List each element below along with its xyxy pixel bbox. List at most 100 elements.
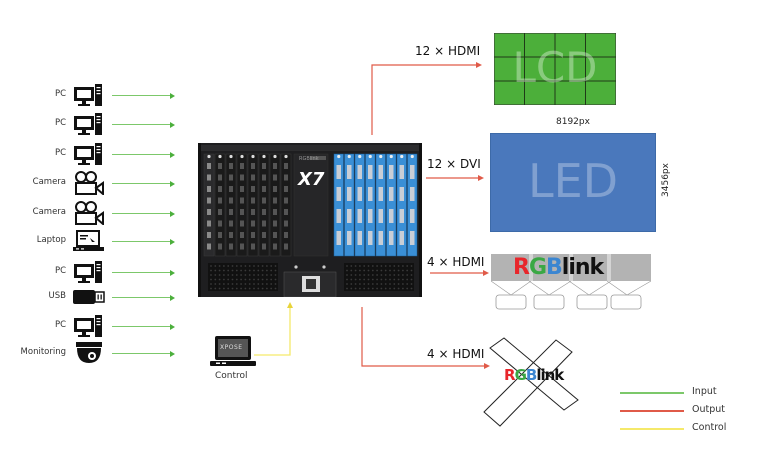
control-line	[254, 308, 291, 356]
input-source-label: Monitoring	[20, 347, 66, 357]
lcd-video-wall: LCD	[494, 33, 616, 105]
output-card-slot	[354, 153, 365, 257]
output-card-slot	[396, 153, 407, 257]
input-source-label: PC	[54, 148, 66, 158]
output-card-slot	[344, 153, 355, 257]
input-source-label: PC	[54, 266, 66, 276]
output-card-slot	[333, 153, 344, 257]
input-connection-line	[112, 124, 170, 125]
input-arrow	[170, 350, 175, 357]
input-arrow	[170, 151, 175, 158]
logo-r: R	[513, 255, 530, 280]
input-source-label: PC	[54, 89, 66, 99]
output-arrow-projection	[483, 270, 489, 276]
dome-camera-icon	[72, 341, 106, 365]
input-connection-line	[112, 241, 170, 242]
input-card-slot	[280, 153, 292, 257]
control-label: Control	[215, 371, 248, 381]
input-arrow	[170, 121, 175, 128]
logo-b: B	[546, 255, 563, 280]
desktop-pc-icon	[72, 142, 106, 166]
desktop-pc-icon	[72, 112, 106, 136]
video-camera-icon	[72, 201, 106, 225]
input-source-label: Camera	[32, 207, 66, 217]
input-card-slot	[269, 153, 281, 257]
legend-output-line	[620, 410, 684, 412]
input-source-label: USB	[48, 291, 66, 301]
input-connection-line	[112, 353, 170, 354]
usb-drive-icon	[72, 285, 106, 309]
legend-output-label: Output	[692, 404, 725, 415]
lcd-label: LCD	[512, 43, 598, 92]
output-arrow-cross	[484, 363, 490, 369]
output-card-slot	[365, 153, 376, 257]
input-connection-line	[112, 272, 170, 273]
output-card-slot	[407, 153, 418, 257]
rgblink-logo-projection: RGBlink	[513, 255, 604, 281]
input-connection-line	[112, 95, 170, 96]
legend-control-line	[620, 428, 684, 430]
input-card-slot	[247, 153, 259, 257]
laptop-icon	[210, 336, 256, 366]
input-arrow	[170, 180, 175, 187]
input-arrow	[170, 210, 175, 217]
x7-chassis-graphic	[198, 143, 422, 297]
output-line-cross	[361, 307, 485, 367]
input-source-label: PC	[54, 320, 66, 330]
input-source-label: Camera	[32, 177, 66, 187]
control-screen-text: XPOSE	[220, 344, 243, 351]
device-brand-label: RGBlink	[299, 156, 319, 162]
input-source-label: PC	[54, 118, 66, 128]
input-card-slot	[225, 153, 237, 257]
output-label-led: 12 × DVI	[427, 157, 481, 171]
output-card-slot	[386, 153, 397, 257]
desktop-pc-icon	[72, 83, 106, 107]
input-card-slot	[258, 153, 270, 257]
input-arrow	[170, 92, 175, 99]
logo-g: G	[528, 255, 547, 280]
logo-link: link	[561, 255, 604, 280]
input-card-slot	[236, 153, 248, 257]
x7-processor-chassis: X7 RGBlink	[198, 143, 422, 297]
output-card-slot	[375, 153, 386, 257]
input-connection-line	[112, 297, 170, 298]
input-card-slot	[203, 153, 215, 257]
input-arrow	[170, 294, 175, 301]
input-arrow	[170, 323, 175, 330]
output-arrow-lcd	[476, 62, 482, 68]
led-label: LED	[527, 154, 619, 208]
desktop-pc-icon	[72, 260, 106, 284]
input-connection-line	[112, 183, 170, 184]
input-connection-line	[112, 326, 170, 327]
output-label-cross: 4 × HDMI	[427, 347, 485, 361]
device-name-label: X7	[298, 169, 325, 190]
output-line-lcd	[371, 64, 477, 135]
desktop-pc-icon	[72, 314, 106, 338]
input-connection-line	[112, 213, 170, 214]
lcd-grid	[494, 33, 616, 105]
input-arrow	[170, 238, 175, 245]
control-laptop: XPOSE	[210, 334, 256, 370]
cross-projection-graphic	[483, 337, 579, 427]
input-connection-line	[112, 154, 170, 155]
output-label-projection: 4 × HDMI	[427, 255, 485, 269]
rgblink-logo-cross: RGBlink	[504, 366, 564, 384]
cross-projection-screen: RGBlink	[478, 330, 588, 440]
laptop-icon	[72, 229, 106, 253]
video-camera-icon	[72, 171, 106, 195]
input-source-label: Laptop	[36, 235, 66, 245]
legend-input-label: Input	[692, 386, 717, 397]
control-arrow	[287, 302, 293, 308]
legend-input-line	[620, 392, 684, 394]
led-height-label: 3456px	[661, 163, 671, 197]
output-label-lcd: 12 × HDMI	[415, 44, 481, 58]
led-width-label: 8192px	[556, 117, 590, 127]
led-screen: LED	[490, 133, 656, 232]
output-arrow-led	[478, 175, 484, 181]
input-card-slot	[214, 153, 226, 257]
input-arrow	[170, 269, 175, 276]
projection-blend-graphic	[491, 254, 651, 310]
legend-control-label: Control	[692, 422, 727, 433]
projection-blend-screen: RGBlink	[491, 254, 651, 316]
